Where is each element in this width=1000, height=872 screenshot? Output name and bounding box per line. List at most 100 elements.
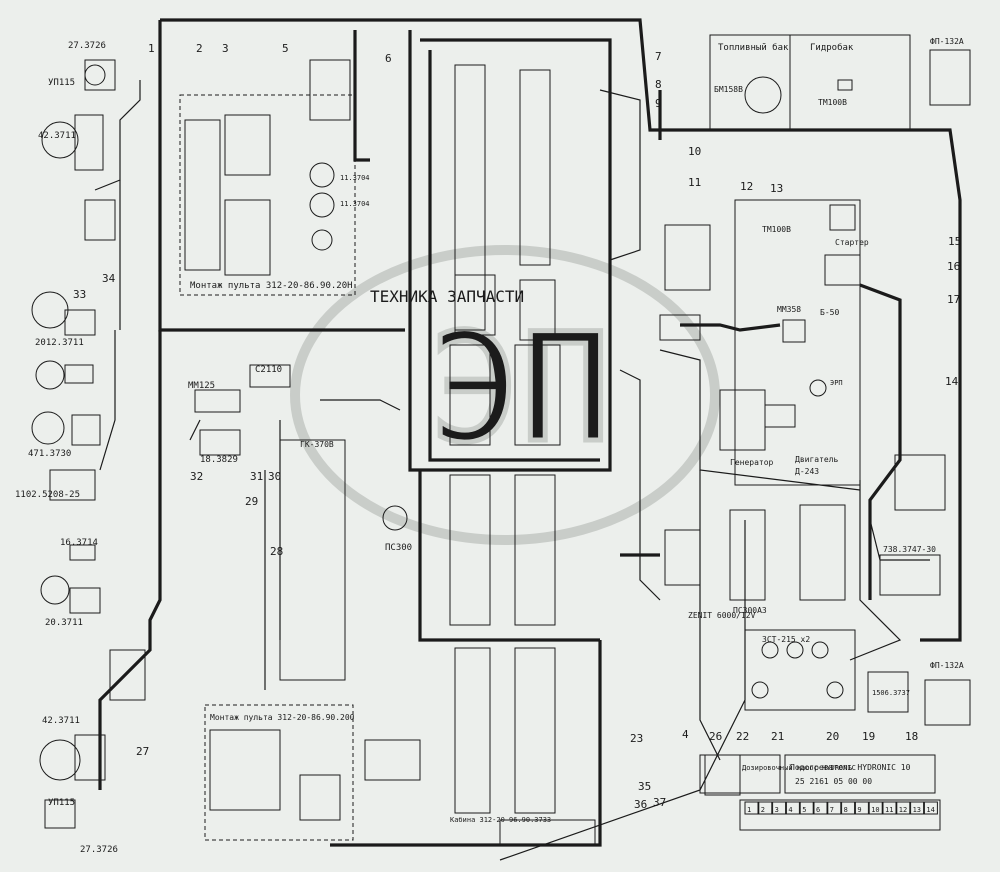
heater-terminal-box bbox=[827, 801, 842, 815]
callout-5: 5 bbox=[282, 42, 289, 55]
callout-30: 30 bbox=[268, 470, 281, 483]
label-11-3704-b: 11.3704 bbox=[340, 200, 370, 208]
heater-terminal-7: 7 bbox=[830, 806, 834, 814]
callout-19: 19 bbox=[862, 730, 875, 743]
heater-terminal-box bbox=[882, 801, 897, 815]
label-generator: Генератор bbox=[730, 458, 774, 467]
left-components bbox=[31, 59, 146, 829]
heater-terminal-11: 11 bbox=[885, 806, 893, 814]
label-engine: Двигатель bbox=[795, 455, 839, 464]
label-mm125: ММ125 bbox=[188, 381, 215, 391]
label-starter: Стартер bbox=[835, 238, 869, 247]
callout-7: 7 bbox=[655, 50, 662, 63]
callout-18: 18 bbox=[905, 730, 918, 743]
heater-terminal-box bbox=[772, 801, 787, 815]
sensors bbox=[194, 162, 408, 531]
heater-terminal-9: 9 bbox=[857, 806, 861, 814]
callout-28: 28 bbox=[270, 545, 283, 558]
callout-17: 17 bbox=[947, 293, 960, 306]
callout-11: 11 bbox=[688, 176, 701, 189]
callout-27: 27 bbox=[136, 745, 149, 758]
heater-terminal-box bbox=[813, 801, 828, 815]
label-fp132a-top: ФП-132А bbox=[930, 37, 964, 46]
heater-terminal-4: 4 bbox=[788, 806, 792, 814]
heater-terminal-box bbox=[910, 801, 925, 815]
label-27-3726-top: 27.3726 bbox=[68, 41, 106, 51]
label-engine-model: Д-243 bbox=[795, 467, 819, 476]
label-fuel-tank: Топливный бак bbox=[718, 42, 789, 53]
callout-4: 4 bbox=[682, 728, 689, 741]
label-up115-top: УП115 bbox=[48, 78, 75, 88]
callout-6: 6 bbox=[385, 52, 392, 65]
label-ka-370b: ГК-370В bbox=[300, 440, 334, 449]
callout-12: 12 bbox=[740, 180, 753, 193]
label-738-3747: 738.3747-30 bbox=[883, 545, 936, 554]
left-labels: 27.3726 УП115 42.3711 2012.3711 471.3730… bbox=[15, 41, 412, 855]
callout-13: 13 bbox=[770, 182, 783, 195]
watermark: ТЕХНИКА ЗАПЧАСТИ ЭП bbox=[290, 245, 720, 545]
label-b50: Б-50 bbox=[820, 308, 839, 317]
heater-terminal-13: 13 bbox=[913, 806, 921, 814]
label-20-3711: 20.3711 bbox=[45, 618, 83, 628]
central-blocks bbox=[279, 49, 971, 846]
heater-terminal-1: 1 bbox=[747, 806, 751, 814]
panel-top-label: Монтаж пульта 312-20-86.90.20Н bbox=[190, 281, 353, 291]
callout-3: 3 bbox=[222, 42, 229, 55]
label-fp132a-bot: ФП-132А bbox=[930, 661, 964, 670]
heater-terminal-box bbox=[896, 801, 911, 815]
callout-9: 9 bbox=[655, 97, 662, 110]
heater-terminal-14: 14 bbox=[926, 806, 934, 814]
label-tm100v-engine: ТМ100В bbox=[762, 225, 791, 234]
callout-16: 16 bbox=[947, 260, 960, 273]
callout-33: 33 bbox=[73, 288, 86, 301]
heater-terminal-box bbox=[744, 801, 759, 815]
label-up115-bot: УП115 bbox=[48, 798, 75, 808]
heater-terminal-3: 3 bbox=[775, 806, 779, 814]
label-kabina: Кабина 312-20-96.90.3733 bbox=[450, 816, 551, 824]
callout-31: 31 bbox=[250, 470, 263, 483]
heater-terminal-box bbox=[799, 801, 814, 815]
harness-lines bbox=[94, 18, 962, 861]
label-42-3711-top: 42.3711 bbox=[38, 131, 76, 141]
label-erp: ЭРП bbox=[830, 379, 843, 387]
callout-14: 14 bbox=[945, 375, 959, 388]
callout-21: 21 bbox=[771, 730, 784, 743]
callout-34: 34 bbox=[102, 272, 116, 285]
label-zenit: ZENIT 6000/12V bbox=[688, 611, 756, 620]
label-1506-3737: 1506.3737 bbox=[872, 689, 910, 697]
label-ps300: ПС300 bbox=[385, 543, 412, 553]
callout-2: 2 bbox=[196, 42, 203, 55]
tanks-box: Топливный бак Гидробак БМ158В ТМ100В bbox=[709, 34, 911, 131]
label-heater: Подогреватель HYDRONIC 10 bbox=[790, 763, 911, 772]
heater-terminal-box bbox=[868, 801, 883, 815]
label-tm100v-tank: ТМ100В bbox=[818, 98, 847, 107]
label-18-3829: 18.3829 bbox=[200, 455, 238, 465]
engine-box: ТМ100В Стартер ММ358 Б-50 Генератор ЭРП … bbox=[719, 199, 869, 486]
callout-37: 37 bbox=[653, 796, 666, 809]
callout-20: 20 bbox=[826, 730, 839, 743]
battery-box: 3СТ-215 х2 bbox=[744, 629, 856, 711]
heater-terminal-box bbox=[841, 801, 856, 815]
label-2012-3711: 2012.3711 bbox=[35, 338, 84, 348]
heater-terminal-10: 10 bbox=[871, 806, 879, 814]
callout-22: 22 bbox=[736, 730, 749, 743]
label-11-3704-a: 11.3704 bbox=[340, 174, 370, 182]
heater-terminal-6: 6 bbox=[816, 806, 820, 814]
label-heater-code: 25 2161 05 00 00 bbox=[795, 777, 872, 786]
callout-15: 15 bbox=[948, 235, 961, 248]
heater-terminal-box bbox=[923, 801, 938, 815]
label-1102-5208: 1102.5208-25 bbox=[15, 490, 80, 500]
heater-terminal-12: 12 bbox=[899, 806, 907, 814]
center-labels: Кабина 312-20-96.90.3733 ГК-370В bbox=[300, 440, 551, 824]
callout-32: 32 bbox=[190, 470, 203, 483]
callout-1: 1 bbox=[148, 42, 155, 55]
heater-terminal-5: 5 bbox=[802, 806, 806, 814]
callout-23: 23 bbox=[630, 732, 643, 745]
callout-26: 26 bbox=[709, 730, 722, 743]
label-42-3711-bot: 42.3711 bbox=[42, 716, 80, 726]
panel-bottom-block: Монтаж пульта 312-20-86.90.200 bbox=[204, 704, 355, 841]
heater-terminal-2: 2 bbox=[761, 806, 765, 814]
panel-bottom-label: Монтаж пульта 312-20-86.90.200 bbox=[210, 713, 355, 722]
